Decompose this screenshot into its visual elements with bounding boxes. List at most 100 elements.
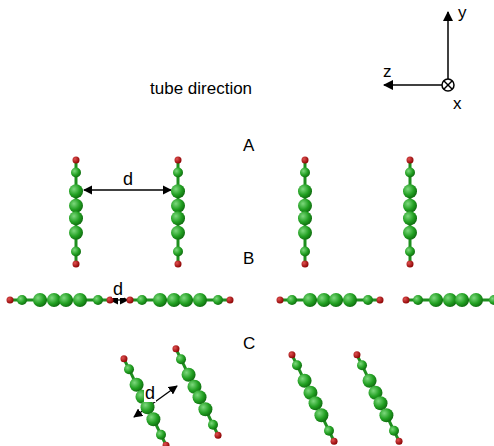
carbon-atom	[489, 295, 494, 305]
oxygen-atom	[377, 297, 384, 304]
carbon-atom	[303, 293, 317, 307]
carbon-atom	[379, 408, 393, 422]
molecule	[353, 351, 402, 444]
carbon-atom	[208, 420, 218, 430]
oxygen-atom	[331, 438, 338, 445]
molecule	[7, 293, 114, 307]
axis-title: tube direction	[150, 80, 252, 97]
carbon-atom	[298, 374, 312, 388]
oxygen-atom	[175, 157, 182, 164]
carbon-atom	[156, 430, 166, 440]
molecule	[172, 345, 221, 438]
oxygen-atom	[73, 261, 80, 268]
oxygen-atom	[215, 432, 222, 439]
carbon-atom	[71, 247, 81, 257]
oxygen-atom	[288, 351, 295, 358]
oxygen-atom	[227, 297, 234, 304]
carbon-atom	[213, 295, 223, 305]
carbon-atom	[179, 293, 193, 307]
carbon-atom	[298, 199, 312, 213]
molecule	[298, 157, 312, 268]
carbon-atom	[182, 368, 196, 382]
distance-arrow	[84, 190, 177, 417]
panel-label: A	[243, 137, 254, 154]
carbon-atom	[443, 293, 457, 307]
carbon-atom	[413, 295, 423, 305]
molecule	[403, 293, 494, 307]
carbon-atom	[389, 426, 399, 436]
carbon-atom	[124, 364, 134, 374]
carbon-atom	[69, 184, 83, 198]
molecule	[69, 157, 83, 268]
molecule	[288, 351, 337, 444]
carbon-atom	[69, 226, 83, 240]
distance-label: d	[144, 384, 156, 402]
oxygen-atom	[302, 157, 309, 164]
carbon-atom	[59, 293, 73, 307]
carbon-atom	[324, 426, 334, 436]
carbon-atom	[314, 408, 328, 422]
axis-system	[384, 12, 454, 91]
carbon-atom	[69, 211, 83, 225]
carbon-atom	[171, 184, 185, 198]
molecule	[120, 355, 169, 446]
molecule	[127, 293, 234, 307]
carbon-atom	[363, 295, 373, 305]
axis-label: y	[458, 4, 467, 21]
oxygen-atom	[407, 157, 414, 164]
carbon-atom	[171, 226, 185, 240]
carbon-atom	[141, 400, 155, 414]
oxygen-atom	[277, 297, 284, 304]
carbon-atom	[429, 293, 443, 307]
carbon-atom	[363, 374, 377, 388]
carbon-atom	[153, 293, 167, 307]
oxygen-atom	[302, 261, 309, 268]
oxygen-atom	[120, 355, 127, 362]
carbon-atom	[405, 167, 415, 177]
bond	[124, 359, 166, 445]
carbon-atom	[343, 293, 357, 307]
carbon-atom	[167, 293, 181, 307]
oxygen-atom	[175, 261, 182, 268]
oxygen-atom	[403, 297, 410, 304]
carbon-atom	[193, 390, 207, 404]
oxygen-atom	[163, 442, 170, 446]
carbon-atom	[198, 402, 212, 416]
oxygen-atom	[172, 345, 179, 352]
carbon-atom	[287, 295, 297, 305]
carbon-atom	[146, 412, 160, 426]
bond	[176, 349, 218, 435]
carbon-atom	[300, 247, 310, 257]
molecule	[171, 157, 185, 268]
carbon-atom	[137, 295, 147, 305]
carbon-atom	[469, 293, 483, 307]
carbon-atom	[71, 167, 81, 177]
carbon-atom	[47, 293, 61, 307]
bond	[357, 355, 399, 441]
carbon-atom	[298, 211, 312, 225]
carbon-atom	[374, 396, 388, 410]
distance-label: d	[112, 280, 124, 298]
carbon-atom	[17, 295, 27, 305]
carbon-atom	[317, 293, 331, 307]
oxygen-atom	[353, 351, 360, 358]
carbon-atom	[292, 360, 302, 370]
carbon-atom	[171, 199, 185, 213]
oxygen-atom	[7, 297, 14, 304]
carbon-atom	[357, 360, 367, 370]
carbon-atom	[405, 247, 415, 257]
panel-label: B	[243, 250, 254, 267]
carbon-atom	[329, 293, 343, 307]
carbon-atom	[403, 211, 417, 225]
carbon-atom	[309, 396, 323, 410]
carbon-atom	[403, 199, 417, 213]
oxygen-atom	[407, 261, 414, 268]
carbon-atom	[173, 247, 183, 257]
carbon-atom	[300, 167, 310, 177]
carbon-atom	[298, 184, 312, 198]
distance-label: d	[122, 170, 134, 188]
carbon-atom	[173, 167, 183, 177]
axis-label: z	[383, 63, 392, 80]
molecule	[403, 157, 417, 268]
